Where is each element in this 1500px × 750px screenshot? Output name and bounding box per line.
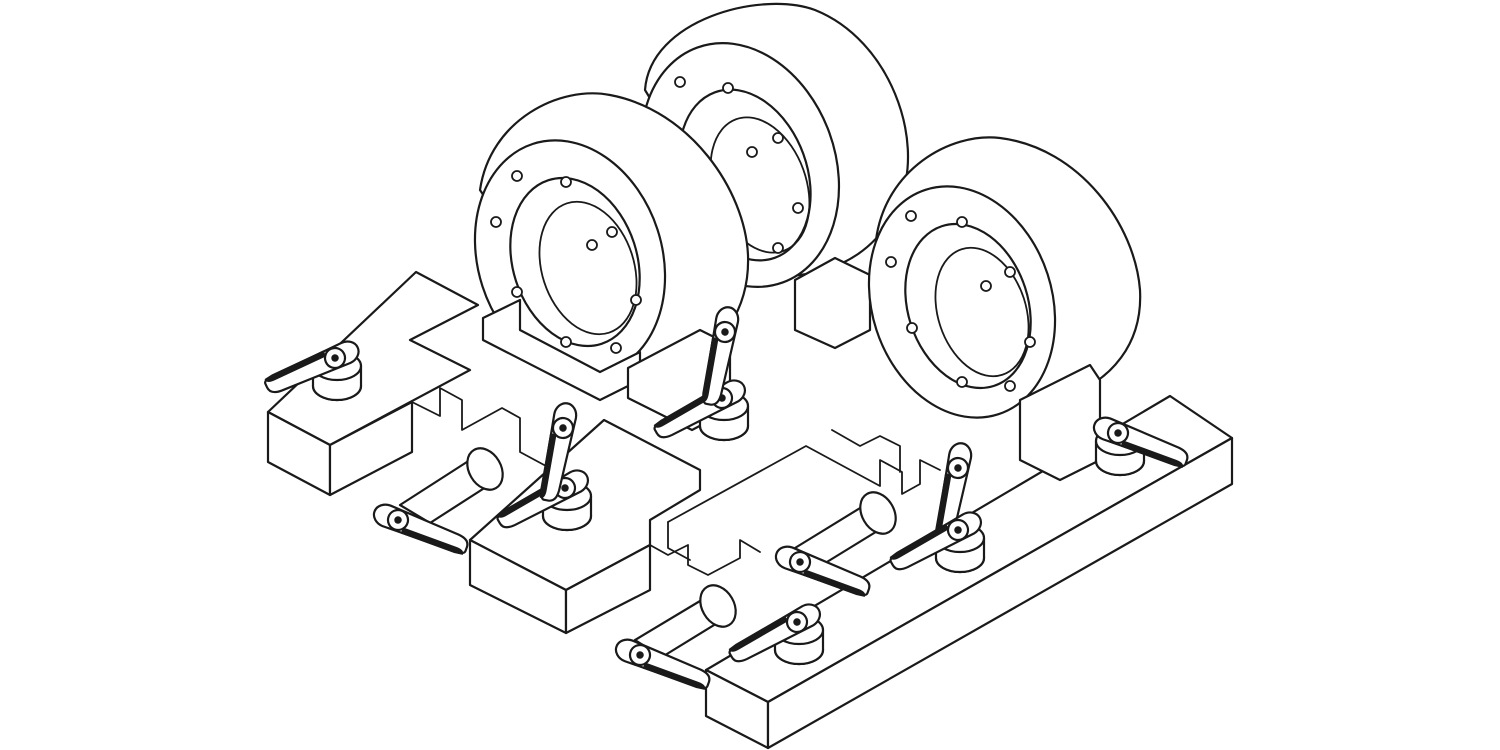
lever-handle-edge <box>264 350 327 382</box>
bolt-hole <box>772 132 784 144</box>
clamp-ring-back-support <box>793 256 872 350</box>
clamp-lever <box>774 545 871 597</box>
bolt-hole <box>511 286 523 298</box>
bolt-hole <box>722 82 734 94</box>
lever-screw <box>954 526 962 534</box>
bolt-hole <box>772 242 784 254</box>
bolt-hole <box>956 216 968 228</box>
lever-handle-edge <box>642 662 706 690</box>
lever-handle-edge <box>539 433 557 498</box>
bolt-hole <box>560 336 572 348</box>
base-bar-middle-notch <box>649 539 761 576</box>
pin-front <box>633 584 737 659</box>
clamp-ring-left-inner <box>538 200 638 336</box>
lever-screw <box>1114 429 1122 437</box>
clamp-ring-left-base <box>481 298 642 402</box>
clamp-lever <box>889 511 986 574</box>
bolt-hole <box>630 294 642 306</box>
lever-handle-edge <box>889 523 950 560</box>
bolt-hole <box>956 376 968 388</box>
base-bar-left-notch <box>411 387 599 467</box>
clamp-lever <box>264 340 363 402</box>
bolt-hole <box>610 342 622 354</box>
bolt-hole <box>980 280 992 292</box>
clamp-lever <box>1092 416 1189 477</box>
lever-handle-edge <box>802 569 866 597</box>
pin-middle-end <box>859 491 897 535</box>
bolt-hole <box>1004 266 1016 278</box>
lever-handle-edge <box>701 337 719 402</box>
bolt-hole <box>586 239 598 251</box>
clamp-ring-left <box>473 92 750 432</box>
base-bar-right <box>667 429 941 561</box>
clamp-lever <box>701 306 740 406</box>
base-bar-left-top <box>266 270 480 447</box>
pin-left-end <box>466 447 504 491</box>
clamp-lever <box>539 402 578 502</box>
lever-screw <box>394 516 402 524</box>
base-bar-right-corner <box>667 521 691 561</box>
bolt-hole <box>490 216 502 228</box>
lever-handle-edge <box>400 527 464 555</box>
lever-handle-edge <box>728 615 789 652</box>
base-bar-right-notch <box>831 429 901 473</box>
pin-left <box>398 447 504 525</box>
lever-screw <box>721 328 729 336</box>
lever-screw <box>331 354 339 362</box>
lever-screw <box>636 651 644 659</box>
base-bar-middle-side <box>564 543 652 635</box>
clamp-lever <box>614 638 711 690</box>
clamping-levers <box>264 306 1189 690</box>
lever-screw <box>793 618 801 626</box>
bolt-hole <box>1004 380 1016 392</box>
clamp-lever <box>372 503 469 555</box>
bolt-hole <box>560 176 572 188</box>
lever-screw <box>796 558 804 566</box>
pin-middle <box>793 491 897 567</box>
bolt-hole <box>606 226 618 238</box>
bolt-hole <box>1024 336 1036 348</box>
lever-screw <box>954 464 962 472</box>
bolt-hole <box>511 170 523 182</box>
lever-screw <box>561 484 569 492</box>
bolt-hole <box>674 76 686 88</box>
base-bar-front-side <box>766 436 1234 750</box>
base-bar-left-side <box>328 400 414 497</box>
bolt-hole <box>906 322 918 334</box>
pin-front-end <box>699 584 737 628</box>
bolt-hole <box>746 146 758 158</box>
clamp-ring-right-inner <box>934 246 1030 378</box>
base-bar-right-edge <box>667 445 941 523</box>
clamp-ring-left-bore <box>509 176 641 348</box>
bolt-hole <box>885 256 897 268</box>
bolt-hole <box>792 202 804 214</box>
clamp-lever <box>728 603 825 666</box>
bolt-hole <box>905 210 917 222</box>
lever-handle-edge <box>1120 440 1184 468</box>
lever-handle-edge <box>653 391 714 428</box>
clamp-ring-right <box>867 136 1142 482</box>
lever-screw <box>559 424 567 432</box>
base-bar-left <box>266 270 599 497</box>
